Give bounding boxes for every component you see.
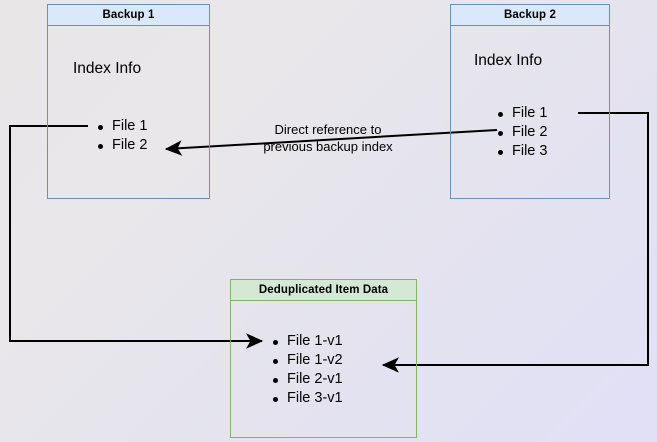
node-backup1-header: Backup 1	[47, 4, 210, 26]
list-item: File 3	[495, 142, 547, 161]
edge-label-line-1: Direct reference to	[274, 122, 382, 137]
node-backup2-header: Backup 2	[450, 4, 610, 26]
list-item: File 2-v1	[270, 370, 343, 389]
list-item: File 1-v1	[270, 332, 343, 351]
node-backup2-file-list: File 1 File 2 File 3	[495, 104, 547, 161]
node-backup1-title: Index Info	[73, 60, 142, 77]
list-item: File 2	[95, 136, 147, 155]
list-item: File 1-v2	[270, 351, 343, 370]
node-deduplicated-item-data-header: Deduplicated Item Data	[230, 279, 417, 301]
list-item: File 3-v1	[270, 389, 343, 408]
list-item: File 1	[95, 117, 147, 136]
node-backup2[interactable]	[450, 4, 610, 199]
edge-label-direct-reference: Direct reference to previous backup inde…	[246, 122, 410, 155]
list-item: File 2	[495, 123, 547, 142]
node-backup2-title: Index Info	[474, 52, 543, 69]
node-backup1[interactable]	[47, 4, 210, 199]
list-item: File 1	[495, 104, 547, 123]
node-deduplicated-file-list: File 1-v1 File 1-v2 File 2-v1 File 3-v1	[270, 332, 343, 408]
edge-label-line-2: previous backup index	[263, 138, 393, 154]
node-backup1-file-list: File 1 File 2	[95, 117, 147, 155]
